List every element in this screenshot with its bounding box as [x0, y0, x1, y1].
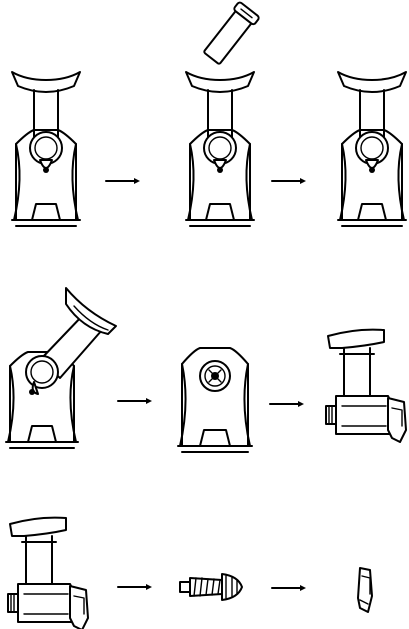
- step-7-juicer-head-side-view-icon: [8, 518, 88, 629]
- step-2-juicer-base-with-pusher-icon: [186, 1, 260, 226]
- arrow-right-icon: [118, 398, 152, 404]
- step-4-juicer-tilted-chute-icon: [6, 288, 116, 448]
- step-3-juicer-base-assembled-icon: [338, 72, 406, 226]
- arrow-right-icon: [118, 584, 152, 590]
- arrow-right-icon: [272, 585, 306, 591]
- step-5-juicer-base-housing-open-icon: [178, 348, 252, 452]
- arrow-right-icon: [272, 178, 306, 184]
- arrow-right-icon: [270, 401, 304, 407]
- step-6-juicer-head-side-view-icon: [326, 330, 406, 442]
- step-8-juicer-auger-icon: [180, 574, 242, 600]
- step-9-juicer-cap-icon: [358, 568, 372, 612]
- arrow-right-icon: [106, 178, 140, 184]
- step-1-juicer-base-assembled-icon: [12, 72, 80, 226]
